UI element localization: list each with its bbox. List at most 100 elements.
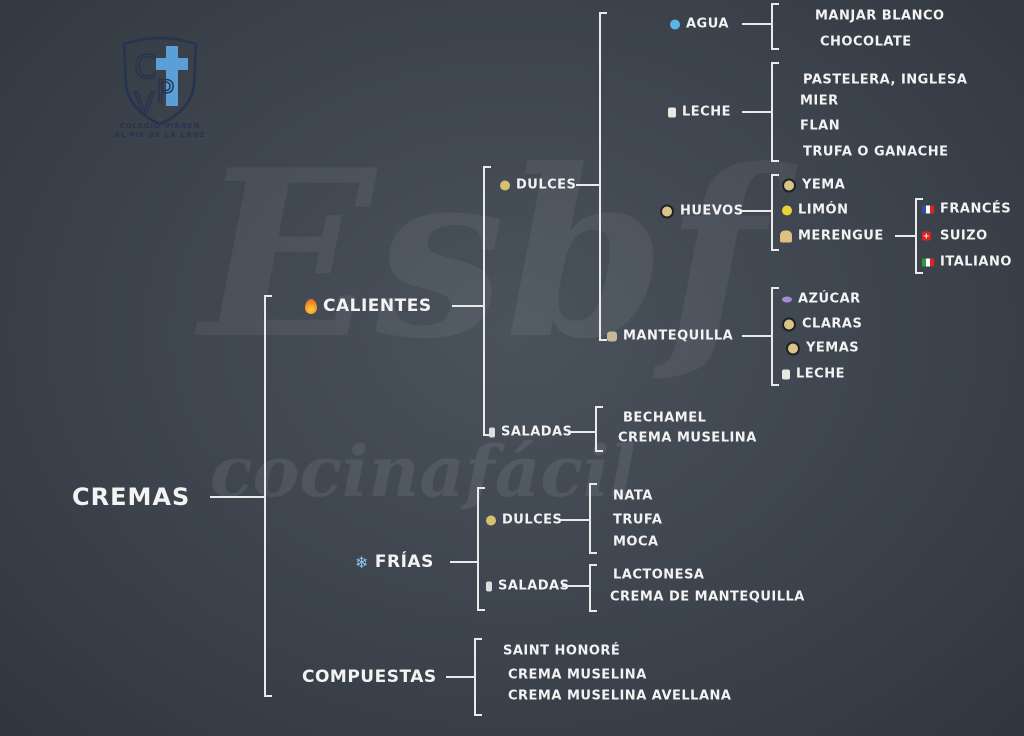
svg-text:P: P (156, 75, 174, 110)
node-label: LECHE (682, 104, 731, 120)
leaf-label: ITALIANO (940, 254, 1012, 270)
bracket (771, 3, 779, 50)
connector (742, 111, 771, 113)
leaf-label: MERENGUE (798, 228, 884, 244)
bracket (474, 638, 482, 716)
lemon-icon (782, 205, 792, 215)
leaf-label: LIMÓN (798, 202, 849, 218)
bracket (477, 487, 485, 611)
connector (562, 585, 589, 587)
connector (452, 305, 483, 307)
node-frias: ❄FRÍAS (355, 552, 434, 572)
node-mantequilla: MANTEQUILLA (607, 329, 733, 344)
watermark-script-logo: Esbf (200, 120, 765, 390)
connector (210, 496, 265, 498)
salt-shaker-icon (489, 427, 495, 437)
connector (560, 519, 589, 521)
italy-flag-icon (922, 258, 934, 266)
node-label: FRÍAS (374, 552, 434, 572)
candy-icon (486, 515, 496, 525)
egg-icon (786, 341, 800, 355)
leaf: CREMA MUSELINA (618, 430, 757, 446)
bracket (589, 564, 597, 612)
node-leche: LECHE (668, 105, 731, 120)
bracket (589, 483, 597, 554)
egg-icon (660, 204, 674, 218)
swiss-flag-icon: + (922, 231, 931, 241)
leaf-suizo: + SUIZO (922, 229, 988, 244)
connector (742, 23, 771, 25)
leaf: BECHAMEL (623, 410, 707, 426)
leaf-claras: CLARAS (782, 317, 862, 332)
watermark-text: cocinafácil (210, 430, 637, 513)
leaf-label: FRANCÉS (940, 201, 1012, 217)
bracket (595, 406, 603, 452)
leaf-yemas: YEMAS (786, 341, 859, 356)
leaf-label: SUIZO (940, 228, 988, 244)
node-label: SALADAS (501, 424, 573, 440)
bracket (264, 295, 272, 697)
leaf: MOCA (613, 534, 659, 550)
sugar-candy-icon (782, 296, 792, 302)
bracket (915, 198, 923, 274)
node-label: SALADAS (498, 578, 570, 594)
connector (450, 561, 477, 563)
bracket (599, 12, 607, 341)
node-frias-dulces: DULCES (486, 513, 562, 528)
leaf: CHOCOLATE (820, 34, 912, 50)
connector (742, 335, 771, 337)
node-label: DULCES (502, 512, 563, 528)
leaf-label: AZÚCAR (798, 291, 861, 307)
salt-shaker-icon (486, 581, 492, 591)
leaf-label: YEMAS (806, 340, 860, 356)
bracket (771, 62, 779, 162)
svg-text:V: V (134, 87, 155, 122)
leaf-label: CLARAS (802, 316, 863, 332)
school-name-line2: AL PIE DE LA CRUZ (114, 131, 206, 139)
fire-icon (305, 298, 317, 314)
leaf-yema: YEMA (782, 178, 845, 193)
leaf: FLAN (800, 118, 841, 134)
egg-icon (782, 178, 796, 192)
leaf: TRUFA (613, 512, 663, 528)
candy-icon (500, 180, 510, 190)
france-flag-icon (922, 205, 934, 213)
node-agua: AGUA (670, 17, 729, 32)
connector (576, 184, 599, 186)
leaf-limon: LIMÓN (782, 203, 849, 218)
leaf: NATA (613, 488, 653, 504)
milk-glass-icon (782, 369, 790, 379)
egg-icon (782, 317, 796, 331)
leaf: LACTONESA (613, 567, 705, 583)
snowflake-icon: ❄ (355, 552, 369, 572)
school-logo: C V P (122, 36, 198, 126)
node-compuestas: COMPUESTAS (302, 667, 437, 687)
leaf: MIER (800, 93, 839, 109)
leaf-italiano: ITALIANO (922, 255, 1012, 270)
leaf: PASTELERA, INGLESA (803, 72, 968, 88)
cupcake-icon (780, 230, 792, 242)
node-calientes-saladas: SALADAS (489, 425, 572, 440)
node-huevos: HUEVOS (660, 204, 744, 219)
leaf-label: YEMA (802, 177, 846, 193)
connector (742, 210, 771, 212)
root-node-cremas: CREMAS (72, 483, 191, 511)
connector (446, 676, 474, 678)
connector (568, 431, 595, 433)
node-label: MANTEQUILLA (623, 328, 734, 344)
svg-text:C: C (134, 48, 156, 86)
school-name-line1: COLEGIO VIRGEN (119, 122, 201, 130)
leaf: TRUFA O GANACHE (803, 144, 949, 160)
water-drops-icon (670, 19, 680, 29)
bracket (771, 174, 779, 251)
cow-icon (607, 331, 617, 341)
node-calientes-dulces: DULCES (500, 178, 576, 193)
leaf-azucar: AZÚCAR (782, 292, 861, 307)
node-label: AGUA (686, 16, 729, 32)
node-label: DULCES (516, 177, 577, 193)
milk-glass-icon (668, 107, 676, 117)
leaf: SAINT HONORÉ (503, 643, 621, 659)
node-frias-saladas: SALADAS (486, 579, 569, 594)
leaf-label: LECHE (796, 366, 845, 382)
